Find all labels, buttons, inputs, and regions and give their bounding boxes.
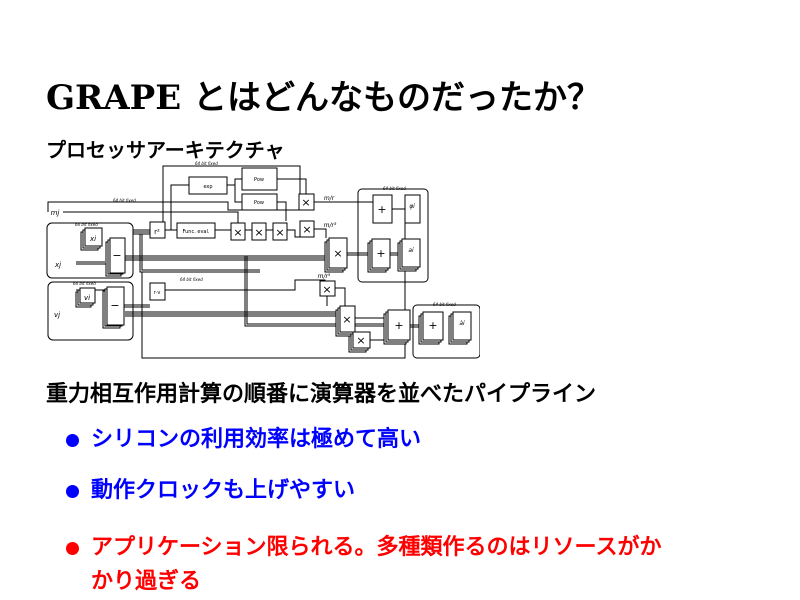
bullet-text: アプリケーション限られる。多種類作るのはリソースがか (91, 535, 662, 560)
pipeline-description: 重力相互作用計算の順番に演算器を並べたパイプライン (46, 382, 597, 407)
acc-register (401, 238, 421, 268)
adder (387, 309, 411, 341)
multiply-symbol: × (233, 226, 242, 239)
func-eval-unit (176, 222, 216, 239)
xi-register (84, 227, 103, 247)
register-groups (46, 188, 480, 359)
subtract-symbol: − (112, 249, 121, 262)
adder (371, 238, 391, 269)
bullet-item: 動作クロックも上げやすい (66, 474, 355, 508)
multiply-symbol: × (322, 283, 331, 296)
subtract-symbol: − (110, 299, 119, 312)
multiplier (339, 305, 356, 333)
vi-label: vi (84, 294, 90, 302)
pow-label: Pow (254, 177, 264, 183)
add-symbol: + (428, 319, 437, 332)
r2-unit (149, 221, 166, 239)
multiplier (230, 222, 246, 241)
pow-label: Pow (254, 200, 264, 206)
rv-unit (149, 282, 166, 301)
bit-label: 64 bit fixed (383, 186, 406, 191)
multiply-symbol: × (302, 223, 311, 236)
pipeline-diagram: 64 bit fixed 64 bit fixed 64 bit fixed 6… (46, 161, 480, 359)
m-over-r-label: m/r (324, 195, 335, 202)
m-over-r3-label: m/r³ (324, 222, 337, 229)
bit-label: 64 bit fixed (195, 161, 218, 166)
r2-label: r² (154, 228, 160, 236)
func-eval-label: Func. eval. (183, 229, 210, 235)
slide-title: GRAPE とはどんなものだったか？ (46, 78, 601, 118)
multiply-symbol: × (333, 247, 342, 260)
add-symbol: + (394, 319, 403, 332)
bit-label: 64 bit fixed (180, 277, 203, 282)
bullet-text-continued: かり過ぎる (91, 569, 202, 594)
exp-unit (188, 176, 228, 195)
bullet-dot-icon (66, 541, 79, 555)
slide-subtitle: プロセッサアーキテクチャ (46, 138, 285, 162)
bit-label: 64 bit fixed (75, 222, 98, 227)
pow-unit (241, 167, 278, 191)
bullet-text: シリコンの利用効率は極めて高い (91, 427, 422, 452)
ai-label: ai (408, 247, 414, 254)
add-symbol: + (377, 203, 386, 216)
multiplier (352, 331, 371, 349)
multiplier (251, 222, 267, 241)
jerk-register (452, 311, 472, 341)
multiplier (272, 222, 288, 241)
mj-label: mj (51, 209, 60, 217)
bullet-dot-icon (66, 484, 79, 498)
adder (422, 311, 444, 341)
subtractor (109, 237, 126, 274)
multiplier (298, 193, 315, 211)
bit-label: 64 bit fixed (73, 281, 96, 286)
multiply-symbol: × (275, 226, 284, 239)
add-symbol: + (376, 247, 385, 260)
phi-label: φi (409, 203, 415, 210)
multiply-symbol: × (301, 196, 310, 209)
multiplier (319, 280, 336, 297)
multiplier (299, 220, 315, 238)
subtractor (106, 286, 125, 326)
xj-label: xj (54, 261, 61, 269)
adot-label: ȧi (459, 320, 465, 327)
phi-register (404, 194, 421, 224)
multiply-symbol: × (356, 334, 365, 347)
bit-label: 64 bit fixed (433, 302, 456, 307)
m-over-r5-label: m/r⁵ (318, 273, 331, 280)
multiplier (328, 237, 348, 269)
rv-label: r·v (154, 290, 161, 296)
bullet-text: 動作クロックも上げやすい (91, 478, 356, 503)
pow-unit (241, 193, 278, 211)
xi-label: xi (89, 235, 96, 243)
adder (372, 194, 393, 224)
bullet-item: シリコンの利用効率は極めて高い (66, 423, 421, 457)
wires (47, 165, 423, 359)
bit-label: 64 bit fixed (113, 198, 136, 203)
multiply-symbol: × (342, 313, 351, 326)
multiply-symbol: × (254, 226, 263, 239)
exp-label: exp (203, 184, 212, 190)
bullet-dot-icon (66, 433, 79, 447)
vj-label: vj (54, 311, 60, 319)
bullet-item: アプリケーション限られる。多種類作るのはリソースがかかり過ぎる (66, 531, 661, 599)
vi-register (79, 287, 96, 304)
